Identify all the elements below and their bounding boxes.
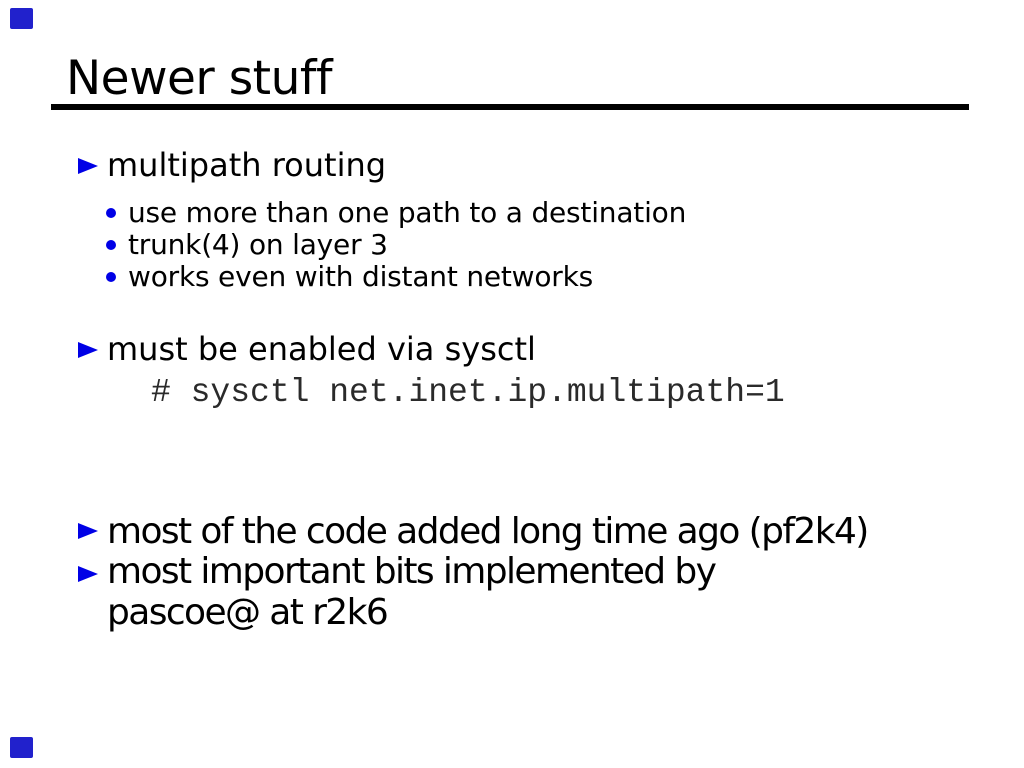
dot-bullet-icon <box>106 272 116 282</box>
bullet-multipath-routing: multipath routing <box>78 146 386 186</box>
title-underline-rule <box>51 104 969 110</box>
subbullet-label: trunk(4) on layer 3 <box>128 227 388 261</box>
slide-title: Newer stuff <box>66 51 333 106</box>
bullet-enable-sysctl: must be enabled via sysctl <box>78 330 536 370</box>
triangle-bullet-icon <box>78 342 98 358</box>
sysctl-command-code: # sysctl net.inet.ip.multipath=1 <box>151 374 785 411</box>
triangle-bullet-icon <box>78 566 98 582</box>
bullet-label: must be enabled via sysctl <box>107 330 536 369</box>
triangle-bullet-icon <box>78 158 98 174</box>
corner-nav-marker-top[interactable] <box>10 8 33 29</box>
bullet-code-added-pf2k4: most of the code added long time ago (pf… <box>78 510 869 552</box>
subbullet-trunk-layer3: trunk(4) on layer 3 <box>106 229 388 261</box>
subbullet-distant-networks: works even with distant networks <box>106 261 593 293</box>
dot-bullet-icon <box>106 208 116 218</box>
bullet-label: most of the code added long time ago (pf… <box>107 510 869 552</box>
bullet-label: most important bits implemented by pasco… <box>107 551 717 633</box>
dot-bullet-icon <box>106 240 116 250</box>
subbullet-label: use more than one path to a destination <box>128 195 687 229</box>
subbullet-label: works even with distant networks <box>128 259 594 293</box>
bullet-label: multipath routing <box>107 146 387 185</box>
triangle-bullet-icon <box>78 523 98 539</box>
corner-nav-marker-bottom[interactable] <box>10 737 33 758</box>
subbullet-use-more-paths: use more than one path to a destination <box>106 197 686 229</box>
bullet-pascoe-r2k6: most important bits implemented by pasco… <box>78 551 872 633</box>
